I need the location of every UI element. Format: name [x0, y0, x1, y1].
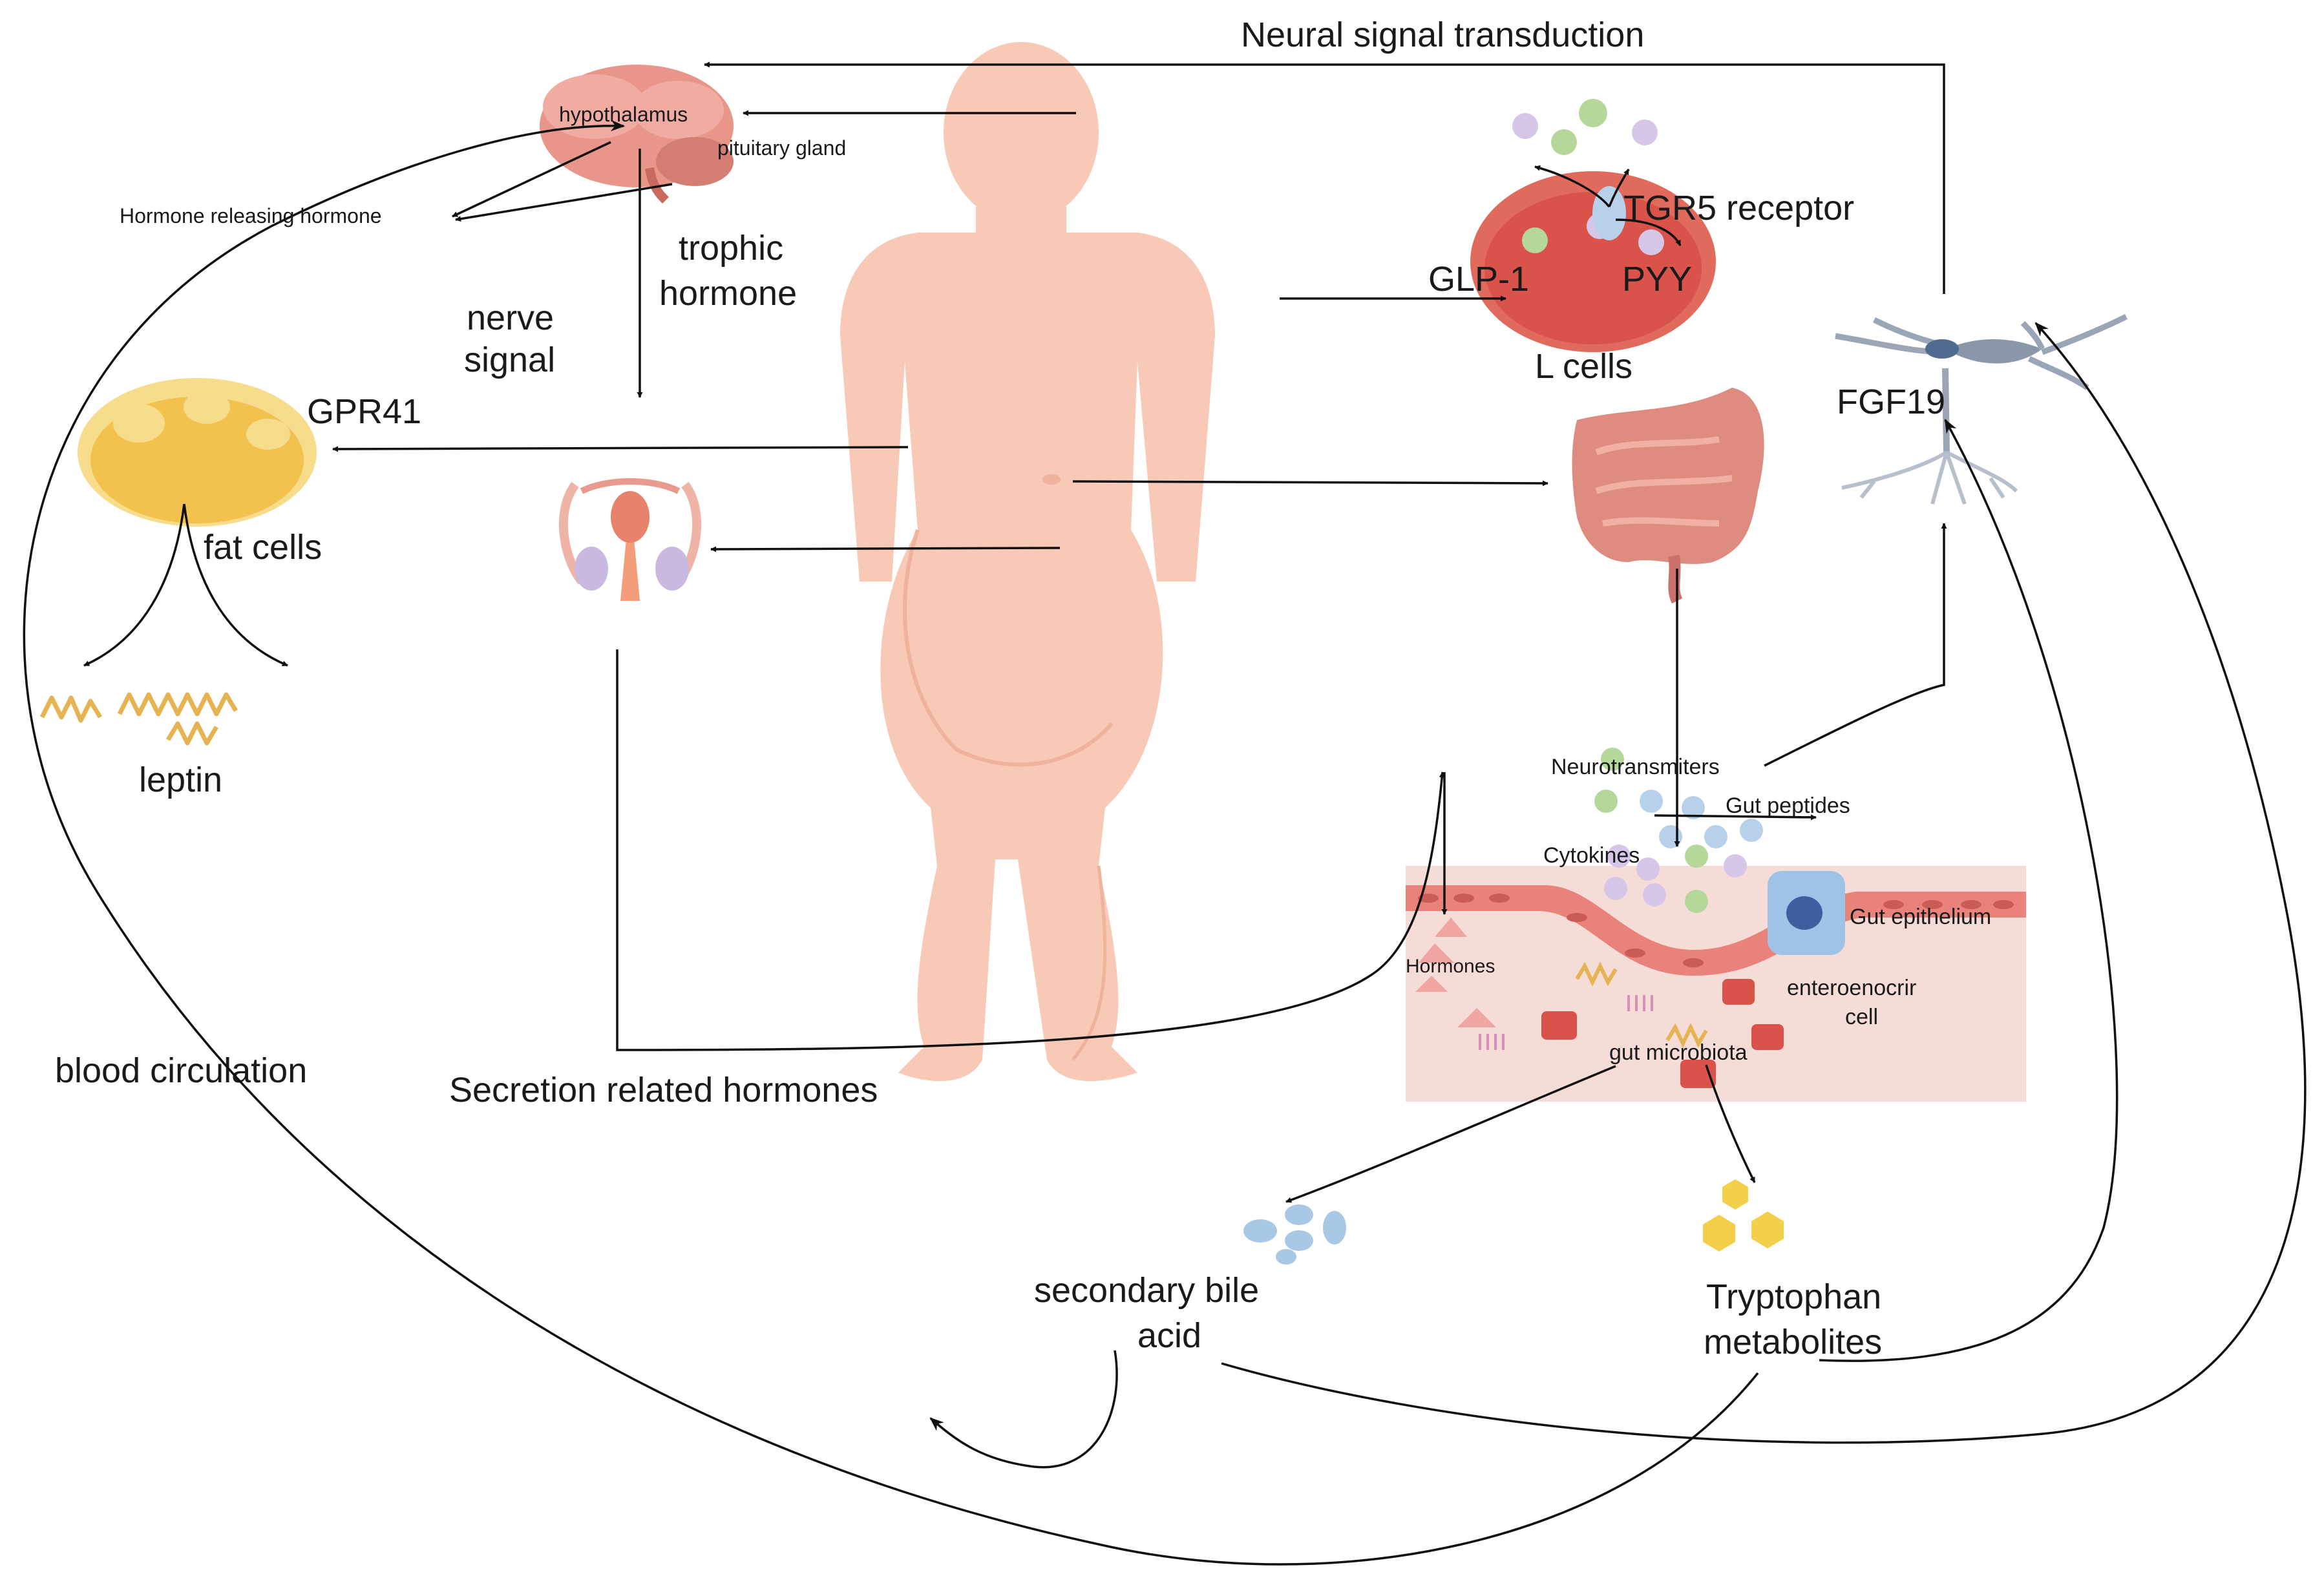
- arrow-hrh-1: [452, 141, 611, 218]
- tryptophan-label: Tryptophan: [1706, 1277, 1881, 1316]
- leptin-icon: [39, 692, 238, 746]
- gut-microbiota-label: gut microbiota: [1609, 1040, 1748, 1065]
- pyy-label: PYY: [1622, 260, 1692, 299]
- arrow-body-to-fat-cells: [332, 446, 909, 452]
- gut-tissue-icon: [1406, 866, 2026, 1102]
- arrow-neural-transduction: [704, 61, 1945, 294]
- human-body-icon: [840, 42, 1215, 1082]
- fgf19-label: FGF19: [1837, 383, 1945, 421]
- gut-peptides-label: Gut peptides: [1726, 793, 1850, 818]
- cytokines-label: Cytokines: [1543, 843, 1640, 868]
- bile-acid-icon: [1243, 1204, 1346, 1265]
- acid-label: acid: [1137, 1316, 1201, 1355]
- pituitary-gland-label: pituitary gland: [717, 136, 846, 160]
- tgr5-receptor-label: TGR5 receptor: [1623, 189, 1854, 227]
- arrow-bile-to-blood: [929, 1350, 1118, 1469]
- trophic-label: trophic: [679, 229, 783, 268]
- arrow-bile-to-neuron: [1221, 322, 2307, 1444]
- arrow-secretion-hormones: [616, 649, 1445, 1051]
- reproductive-organ-icon: [558, 478, 702, 601]
- blood-circulation-label: blood circulation: [55, 1051, 307, 1090]
- hormone-label: hormone: [659, 274, 797, 313]
- signal-molecules: [1594, 748, 1763, 913]
- signal-label: signal: [464, 341, 555, 379]
- arrow-body-to-gonads: [710, 546, 1061, 552]
- connection-arrows: [23, 61, 2307, 1566]
- hormone-releasing-hormone-label: Hormone releasing hormone: [120, 204, 382, 227]
- neuron-icon: [1835, 313, 2128, 505]
- arrow-neurotransmitters-to-fgf19: [1764, 523, 1947, 767]
- secondary-bile-label: secondary bile: [1034, 1271, 1259, 1310]
- enteroendocrine-label: enteroenocrir: [1787, 976, 1916, 1000]
- cell-label: cell: [1845, 1005, 1878, 1029]
- arrow-gut-peptides: [1654, 814, 1817, 821]
- leptin-label: leptin: [139, 761, 222, 799]
- glp1-label: GLP-1: [1428, 260, 1529, 299]
- arrow-to-tryptophan: [1705, 1064, 1756, 1183]
- arrow-fat-to-leptin-left: [83, 503, 185, 667]
- secretion-related-hormones-label: Secretion related hormones: [449, 1071, 878, 1109]
- gut-epithelium-label: Gut epithelium: [1850, 905, 1991, 929]
- arrow-body-to-intestine: [1072, 480, 1548, 487]
- arrow-fat-to-leptin-right: [183, 503, 288, 667]
- nerve-label: nerve: [467, 299, 554, 337]
- neural-signal-transduction-label: Neural signal transduction: [1241, 16, 1644, 54]
- l-cells-label: L cells: [1535, 347, 1632, 386]
- hypothalamus-label: hypothalamus: [559, 103, 688, 126]
- arrow-to-bile-acid: [1285, 1065, 1616, 1203]
- tryptophan-icon: [1703, 1179, 1784, 1252]
- arrow-tryptophan-to-neuron: [1819, 419, 2118, 1362]
- arrow-hrh-2: [455, 183, 673, 222]
- fat-cell-icon: [78, 378, 317, 527]
- neurotransmitters-label: Neurotransmiters: [1551, 755, 1720, 779]
- intestine-icon: [1572, 388, 1764, 604]
- fat-cells-label: fat cells: [204, 528, 322, 567]
- secreted-particles: [1512, 99, 1658, 155]
- brain-icon: [540, 65, 734, 204]
- metabolites-label: metabolites: [1704, 1323, 1882, 1361]
- arrow-blood-circulation: [23, 120, 1759, 1566]
- gpr41-label: GPR41: [307, 392, 421, 431]
- hormones-label: Hormones: [1406, 956, 1495, 977]
